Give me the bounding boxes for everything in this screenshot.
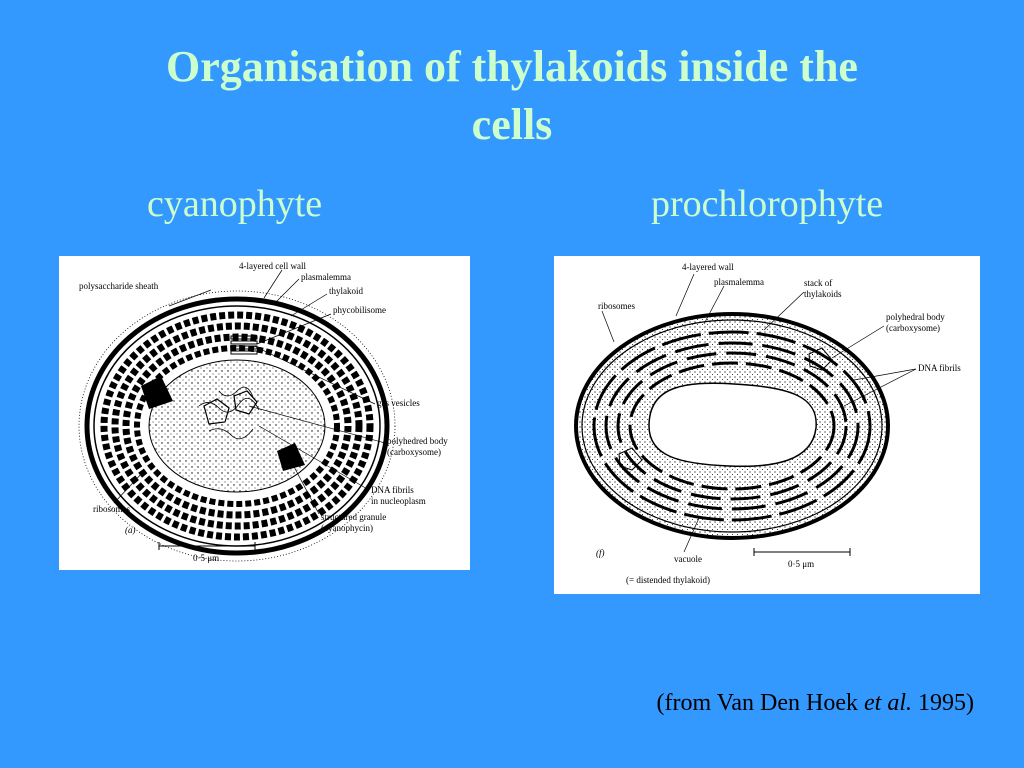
label-ribosomes: ribosomes <box>93 504 130 514</box>
prochlorophyte-figure: 4-layered wall plasmalemma stack of thyl… <box>554 256 980 594</box>
citation-suffix: 1995) <box>918 690 974 716</box>
citation: (from Van Den Hoek et al. 1995) <box>656 690 974 717</box>
label-dna-2: in nucleoplasm <box>371 496 426 506</box>
label-plasmalemma: plasmalemma <box>301 272 351 282</box>
title-line-2: cells <box>471 100 553 149</box>
scale-label-right: 0·5 μm <box>788 559 814 569</box>
vacuole-shape <box>648 382 817 468</box>
panel-letter-f: (f) <box>596 548 605 558</box>
carboxysome-shape-1 <box>203 398 230 425</box>
cyanophycin-granule-2 <box>277 443 305 471</box>
label-dna: DNA fibrils <box>918 363 961 373</box>
label-gas-vesicles: gas vesicles <box>377 398 420 408</box>
label-plasmalemma: plasmalemma <box>714 277 764 287</box>
thylakoid-stacks <box>592 330 872 522</box>
cyanophyte-diagram: polysaccharide sheath 4-layered cell wal… <box>78 261 448 563</box>
panel-letter-a: (a) <box>125 525 136 535</box>
cyanophycin-granule-1 <box>141 376 173 409</box>
nucleoplasm-shape <box>148 359 326 493</box>
scale-bar-right <box>753 548 851 556</box>
prochlorophyte-diagram: 4-layered wall plasmalemma stack of thyl… <box>574 262 961 585</box>
slide-title: Organisation of thylakoids inside the ce… <box>0 38 1024 154</box>
carboxysome-shape-1 <box>808 347 833 371</box>
carboxysome-shape-2 <box>233 390 258 415</box>
right-subtitle: prochlorophyte <box>651 183 884 225</box>
thylakoid-rings <box>100 311 374 541</box>
scale-bar-left <box>158 542 256 550</box>
citation-prefix: (from Van Den Hoek <box>656 690 858 716</box>
label-ribosomes: ribosomes <box>598 301 635 311</box>
label-sheath: polysaccharide sheath <box>79 281 159 291</box>
label-vacuole-1: vacuole <box>674 554 702 564</box>
label-dna-1: DNA fibrils <box>371 485 414 495</box>
label-phycobilisome: phycobilisome <box>333 305 386 315</box>
label-polyhedral-1: polyhedral body <box>886 312 945 322</box>
carboxysome-shape-2 <box>618 447 643 471</box>
label-cell-wall: 4-layered cell wall <box>239 261 306 271</box>
label-granule-2: (cyanophycin) <box>321 523 373 533</box>
label-polyhedral-2: (carboxysome) <box>387 447 441 457</box>
title-line-1: Organisation of thylakoids inside the <box>166 42 858 91</box>
label-thylakoid: thylakoid <box>329 286 363 296</box>
label-granule-1: structured granule <box>321 512 386 522</box>
polysaccharide-sheath-shape <box>78 290 396 562</box>
label-cell-wall: 4-layered wall <box>682 262 734 272</box>
label-stack-2: thylakoids <box>804 289 842 299</box>
label-polyhedral-1: polyhedred body <box>387 436 448 446</box>
left-subtitle: cyanophyte <box>147 183 323 225</box>
scale-label-left: 0·5 μm <box>193 553 219 563</box>
cyanophyte-figure: polysaccharide sheath 4-layered cell wal… <box>59 256 470 570</box>
label-vacuole-2: (= distended thylakoid) <box>626 575 710 585</box>
citation-italic: et al. <box>864 690 912 716</box>
label-stack-1: stack of <box>804 278 832 288</box>
label-polyhedral-2: (carboxysome) <box>886 323 940 333</box>
